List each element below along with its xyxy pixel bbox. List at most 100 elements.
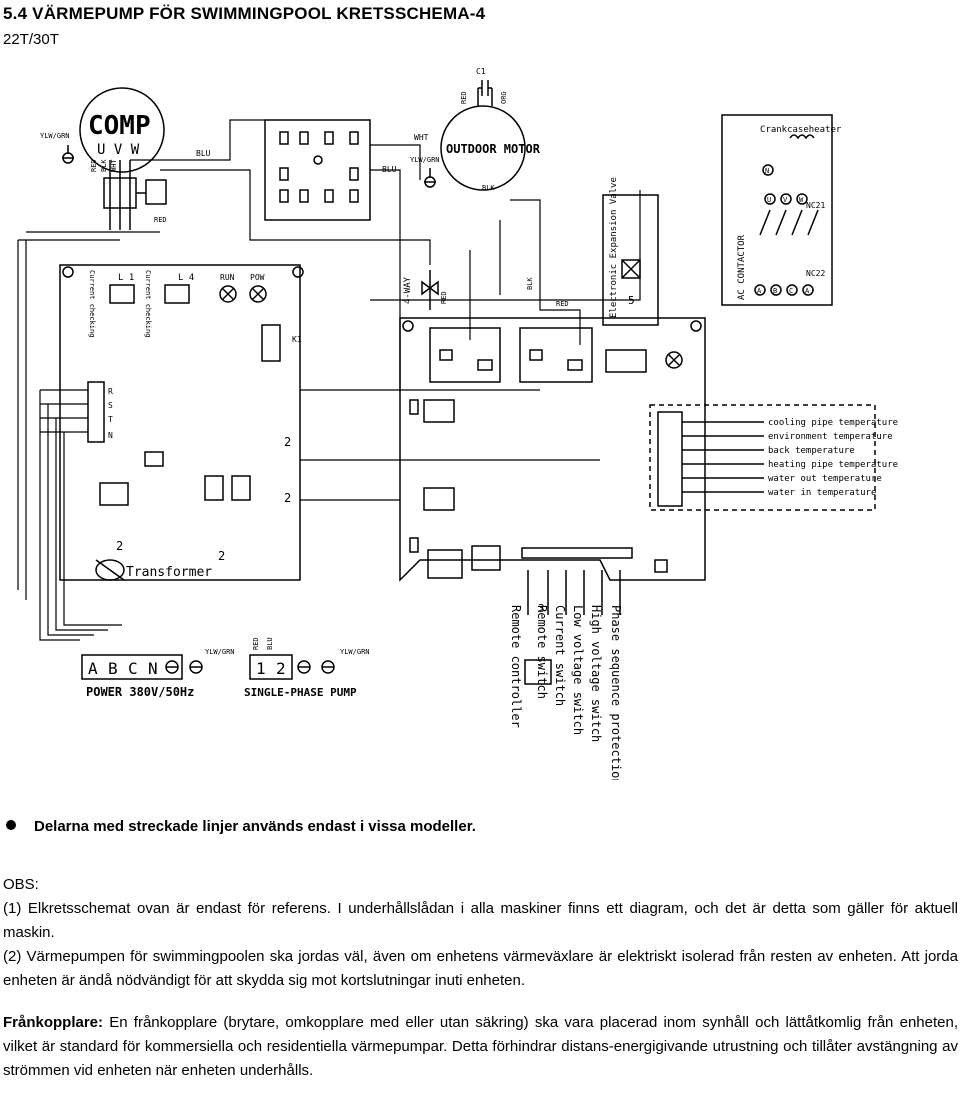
motor-blk-label: BLK <box>482 184 495 192</box>
relay-block <box>264 119 371 221</box>
wire-count-4: 2 <box>218 549 225 563</box>
contactor-n: N <box>765 167 769 175</box>
l1-label: L 1 <box>118 273 134 283</box>
pow-label: POW <box>250 273 265 282</box>
outdoor-motor-label: OUTDOOR MOTOR <box>446 142 541 156</box>
power-ground-label: YLW/GRN <box>205 648 235 656</box>
contactor-a: A <box>757 287 762 295</box>
terminal-s: S <box>108 401 113 410</box>
pump-label: SINGLE-PHASE PUMP <box>244 686 357 699</box>
wire-count-3: 2 <box>116 539 123 553</box>
sensor-label: heating pipe temperature <box>768 460 898 470</box>
wire-red-label-2: RED <box>154 216 167 224</box>
switch-label: Remote switch <box>535 605 549 699</box>
contactor-v: V <box>783 196 788 204</box>
capacitor-label: C1 <box>476 67 486 76</box>
switch-label: High voltage switch <box>589 605 603 742</box>
contactor-a2: A <box>805 287 810 295</box>
terminal-n: N <box>108 431 113 440</box>
terminal-r: R <box>108 387 113 396</box>
wire-wht-label-2: WHT <box>414 133 429 142</box>
breaker-note: Frånkopplare: En frånkopplare (brytare, … <box>3 1011 958 1083</box>
transformer-label: Transformer <box>126 565 212 580</box>
breaker-text: En frånkopplare (brytare, omkopplare med… <box>3 1014 958 1079</box>
pump-blu-label: BLU <box>266 637 274 650</box>
power-terminal-a: A <box>88 659 98 678</box>
contactor-w: W <box>799 196 804 204</box>
wire-wht-label: WHT <box>110 159 118 172</box>
bullet-icon <box>6 820 16 830</box>
motor-org-label: ORG <box>500 91 508 104</box>
wiring-diagram: COMP U V W RED BLK WHT RED YLW/GRN BLU B… <box>17 67 898 780</box>
obs-note-1: (1) Elkretsschemat ovan är endast för re… <box>3 900 958 941</box>
pump-red-label: RED <box>252 637 260 650</box>
model-subtitle: 22T/30T <box>3 31 59 48</box>
page-title: 5.4 VÄRMEPUMP FÖR SWIMMINGPOOL KRETSSCHE… <box>3 4 486 23</box>
heater-label: Crankcaseheater <box>760 125 842 135</box>
dashed-lines-note-text: Delarna med streckade linjer används end… <box>34 818 476 835</box>
sensor-label: water in temperature <box>768 488 876 498</box>
power-terminal-n: N <box>148 659 158 678</box>
transformer: Transformer <box>95 559 212 581</box>
sensor-label: back temperature <box>768 446 855 456</box>
eev-label: Electronic Expansion Valve <box>609 177 619 318</box>
notes-section: OBS: (1) Elkretsschemat ovan är endast f… <box>3 873 958 1083</box>
control-board: L 1 L 4 Current checking Current checkin… <box>59 264 304 581</box>
eev-pin-label: 5 <box>628 294 635 307</box>
outdoor-motor: OUTDOOR MOTOR C1 RED ORG BLK <box>424 67 541 192</box>
obs-heading: OBS: <box>3 876 39 893</box>
contactor-u: U <box>767 196 771 204</box>
valve-blk-label: BLK <box>526 277 534 290</box>
power-terminal-b: B <box>108 659 118 678</box>
remote-number: 3 <box>538 602 545 615</box>
current-checking-label-2: Current checking <box>144 270 152 337</box>
l4-label: L 4 <box>178 273 194 283</box>
four-way-valve: 4-WAY RED BLK RED <box>403 270 569 310</box>
pump-terminal-2: 2 <box>276 659 286 678</box>
obs-note-2: (2) Värmepumpen för swimmingpoolen ska j… <box>3 948 958 989</box>
terminal-t: T <box>108 415 113 424</box>
pump-terminal-block: 1 2 SINGLE-PHASE PUMP YLW/GRN RED BLU <box>244 637 370 699</box>
expansion-valve: Electronic Expansion Valve 5 <box>602 177 659 326</box>
valve-red-label-2: RED <box>556 300 569 308</box>
nc22-label: NC22 <box>806 269 825 278</box>
comp-terminals: U V W <box>97 142 140 158</box>
switch-label: Remote controller <box>509 605 523 728</box>
wire-blu-label: BLU <box>196 149 211 158</box>
compressor: COMP U V W RED BLK WHT RED YLW/GRN <box>40 87 167 230</box>
sensor-group: cooling pipe temperature environment temp… <box>649 404 898 511</box>
wire-count-1: 2 <box>284 435 291 449</box>
pump-terminal-1: 1 <box>256 659 266 678</box>
current-checking-label-1: Current checking <box>88 270 96 337</box>
power-terminal-c: C <box>128 659 138 678</box>
switch-label: Low voltage switch <box>571 605 585 735</box>
contactor-b: B <box>773 287 777 295</box>
sensor-label: environment temperature <box>768 432 893 442</box>
contactor-label: AC CONTACTOR <box>737 234 747 300</box>
sensor-label: water out temperature <box>768 474 882 484</box>
k1-label: K1 <box>292 335 302 344</box>
wire-red-label: RED <box>90 159 98 172</box>
motor-red-label: RED <box>460 91 468 104</box>
ac-contactor: Crankcaseheater N AC CONTACTOR U V W NC2… <box>721 114 842 306</box>
power-terminal-block: A B C N POWER 380V/50Hz YLW/GRN <box>81 648 235 699</box>
dashed-lines-note: Delarna med streckade linjer används end… <box>6 818 476 835</box>
switch-label: Phase sequence protection <box>609 605 623 780</box>
motor-ground-label: YLW/GRN <box>410 156 440 164</box>
four-way-label: 4-WAY <box>403 276 413 304</box>
sensor-label: cooling pipe temperature <box>768 418 898 428</box>
comp-title: COMP <box>88 111 151 141</box>
contactor-c: C <box>789 287 793 295</box>
switch-label: Current switch <box>553 605 567 706</box>
wire-blk-label: BLK <box>100 159 108 172</box>
run-label: RUN <box>220 273 235 282</box>
pump-ground-label: YLW/GRN <box>340 648 370 656</box>
breaker-label: Frånkopplare: <box>3 1014 104 1031</box>
secondary-board <box>399 317 706 582</box>
power-label: POWER 380V/50Hz <box>86 685 194 699</box>
wire-count-2: 2 <box>284 491 291 505</box>
valve-red-label: RED <box>440 291 448 304</box>
switch-group: 3 Remote controller Remote switch Current … <box>509 570 623 780</box>
nc21-label: NC21 <box>806 201 825 210</box>
comp-ground-label: YLW/GRN <box>40 132 70 140</box>
